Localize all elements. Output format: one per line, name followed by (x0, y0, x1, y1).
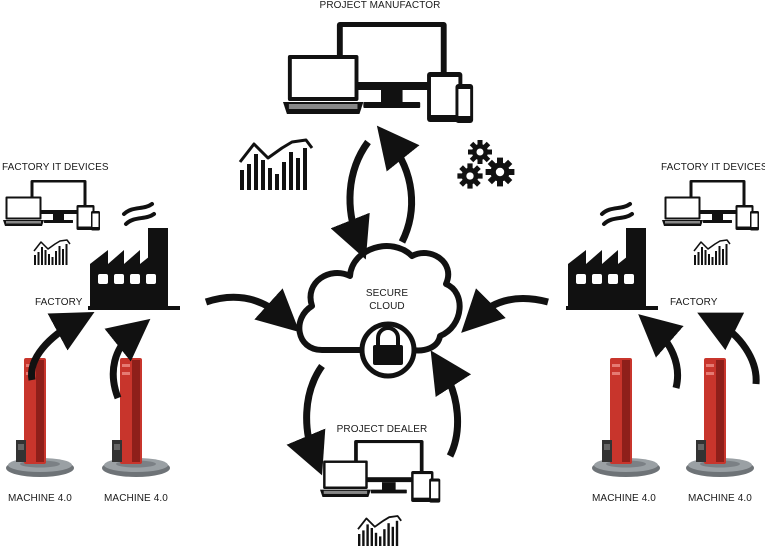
manufactor-bar-chart-icon (238, 138, 314, 192)
arrow-machine2-to-factory (104, 318, 151, 400)
project-manufactor-label: PROJECT MANUFACTOR (319, 0, 441, 11)
secure-cloud-label-line1: SECURE (365, 288, 409, 299)
lock-icon (359, 321, 417, 379)
right-factory-icon (564, 202, 660, 312)
left-factory-icon (86, 202, 182, 312)
machine-label-3: MACHINE 4.0 (592, 493, 656, 504)
secure-cloud-label-line2: CLOUD (369, 301, 405, 312)
cloud-icon (296, 243, 463, 354)
machine-icon-4 (686, 358, 754, 477)
arrow-cloud-to-manufactor-right (376, 125, 420, 244)
left-it-devices-icon (3, 180, 100, 231)
arrow-machine4-to-factory (697, 312, 760, 385)
arrow-cloud-to-dealer (286, 363, 326, 476)
arrow-left-factory-to-cloud (204, 288, 300, 333)
right-factory-label: FACTORY (670, 297, 718, 308)
manufactor-devices-icon (283, 22, 474, 123)
right-bar-chart-icon (693, 239, 731, 266)
arrow-machine3-to-factory (638, 314, 684, 389)
left-factory-label: FACTORY (35, 297, 83, 308)
project-dealer-label: PROJECT DEALER (336, 424, 428, 435)
gears-icon (457, 140, 515, 189)
left-bar-chart-icon (33, 239, 71, 266)
machine-label-4: MACHINE 4.0 (688, 493, 752, 504)
machine-label-1: MACHINE 4.0 (8, 493, 72, 504)
dealer-devices-icon (320, 440, 441, 503)
machine-icon-1 (6, 358, 74, 477)
arrow-manufactor-to-cloud-left (330, 139, 371, 260)
arrow-right-factory-to-cloud (461, 288, 549, 333)
arrow-dealer-to-cloud (430, 350, 472, 458)
right-it-devices-icon (662, 180, 759, 231)
right-it-devices-label: FACTORY IT DEVICES (661, 162, 765, 173)
dealer-bar-chart-icon (357, 515, 403, 547)
left-it-devices-label: FACTORY IT DEVICES (2, 162, 109, 173)
machine-label-2: MACHINE 4.0 (104, 493, 168, 504)
arrow-machine1-to-factory (28, 312, 95, 381)
machine-icon-3 (592, 358, 660, 477)
